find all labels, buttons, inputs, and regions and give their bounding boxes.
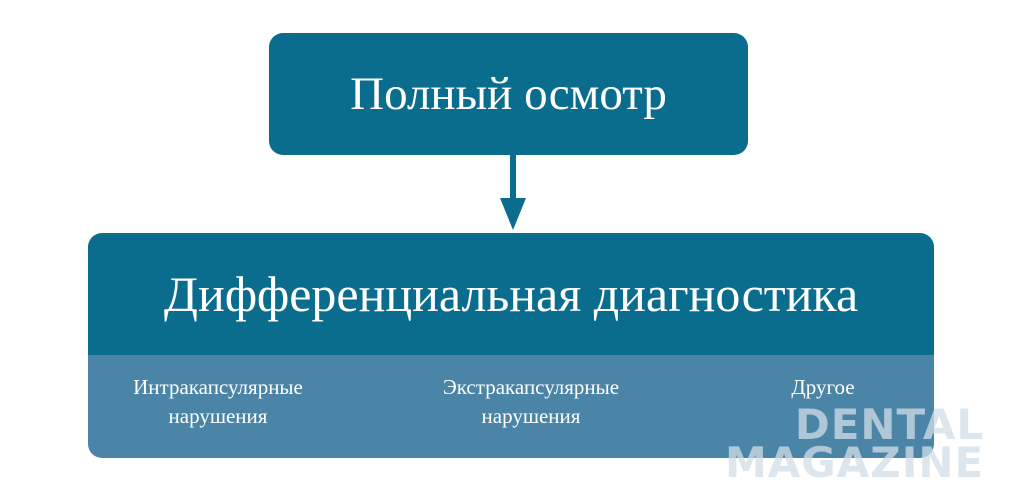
category-line: нарушения — [168, 404, 268, 428]
differential-diagnosis-title: Дифференциальная диагностика — [163, 266, 859, 322]
category-intracapsular: Интракапсулярные нарушения — [108, 373, 328, 431]
category-extracapsular: Экстракапсулярные нарушения — [411, 373, 651, 431]
category-line: Экстракапсулярные — [442, 375, 620, 399]
arrow-head-icon — [500, 198, 526, 230]
category-line: Интракапсулярные — [133, 375, 303, 399]
categories-strip: Интракапсулярные нарушения Экстракапсуля… — [88, 355, 934, 458]
arrow-connector — [510, 155, 516, 200]
category-line: нарушения — [481, 404, 581, 428]
differential-diagnosis-header: Дифференциальная диагностика — [88, 233, 934, 355]
category-other: Другое — [748, 373, 898, 402]
category-line: Другое — [791, 375, 855, 399]
full-exam-label: Полный осмотр — [350, 68, 667, 120]
full-exam-box: Полный осмотр — [269, 33, 748, 155]
differential-diagnosis-box: Дифференциальная диагностика Интракапсул… — [88, 233, 934, 458]
